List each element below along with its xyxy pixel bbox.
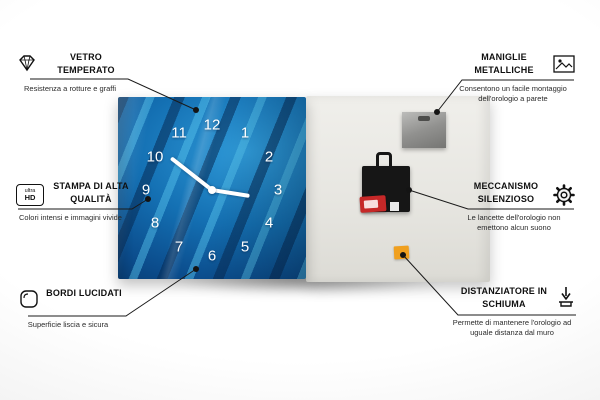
clock-number: 6 (207, 247, 217, 265)
clock-number: 5 (240, 238, 250, 256)
clock-back-panel (306, 96, 490, 282)
callout-title-vetro: VETRO TEMPERATO (57, 52, 115, 76)
clock-number: 9 (141, 181, 151, 199)
callout-title-bordi: BORDI LUCIDATI (46, 288, 122, 298)
callout-desc-meccanismo: Le lancette dell'orologio non emettono a… (467, 213, 561, 233)
clock-number: 8 (150, 214, 160, 232)
diamond-icon (16, 52, 38, 74)
clock-number: 2 (264, 148, 274, 166)
clock-number: 4 (264, 214, 274, 232)
callout-title-meccanismo: MECCANISMO SILENZIOSO (473, 181, 539, 205)
callout-desc-maniglie: Consentono un facile montaggio dell'orol… (459, 84, 567, 104)
clock-number: 7 (174, 238, 184, 256)
clock-number: 1 (240, 124, 250, 142)
clock-number: 10 (146, 148, 164, 166)
battery (359, 195, 387, 213)
arrow-down-icon (554, 285, 578, 309)
callout-title-maniglie: MANIGLIE METALLICHE (474, 52, 534, 76)
callout-title-stampa: STAMPA DI ALTA QUALITÀ (53, 181, 129, 205)
clock-hand-hour (211, 188, 250, 198)
clock-number: 12 (203, 116, 221, 134)
metal-hanger-plate (402, 112, 446, 148)
callout-title-distanziatore: DISTANZIATORE IN SCHIUMA (460, 286, 548, 310)
clock-number: 3 (273, 181, 283, 199)
rounded-edge-icon (18, 288, 40, 310)
callout-desc-distanziatore: Permette di mantenere l'orologio ad ugua… (452, 318, 572, 338)
ultra-hd-icon-text-bottom: HD (24, 193, 36, 202)
ultra-hd-icon-text-top: ultra (24, 187, 36, 194)
callout-desc-stampa: Colori intensi e immagini vivide (19, 213, 122, 222)
picture-frame-icon (552, 52, 576, 76)
callout-desc-bordi: Superficie liscia e sicura (27, 320, 109, 329)
callout-desc-vetro: Resistenza a rotture e graffi (24, 84, 116, 93)
clock-hand-minute (169, 156, 214, 192)
clock-front-panel: 12 1 2 3 4 5 6 7 8 9 10 11 (118, 97, 306, 279)
clock-center-cap (208, 186, 216, 194)
foam-spacer (393, 245, 410, 260)
ultra-hd-icon: ultra HD (16, 184, 44, 206)
battery-contact (390, 202, 399, 211)
clock-number: 11 (171, 124, 187, 142)
gear-icon (552, 183, 576, 207)
